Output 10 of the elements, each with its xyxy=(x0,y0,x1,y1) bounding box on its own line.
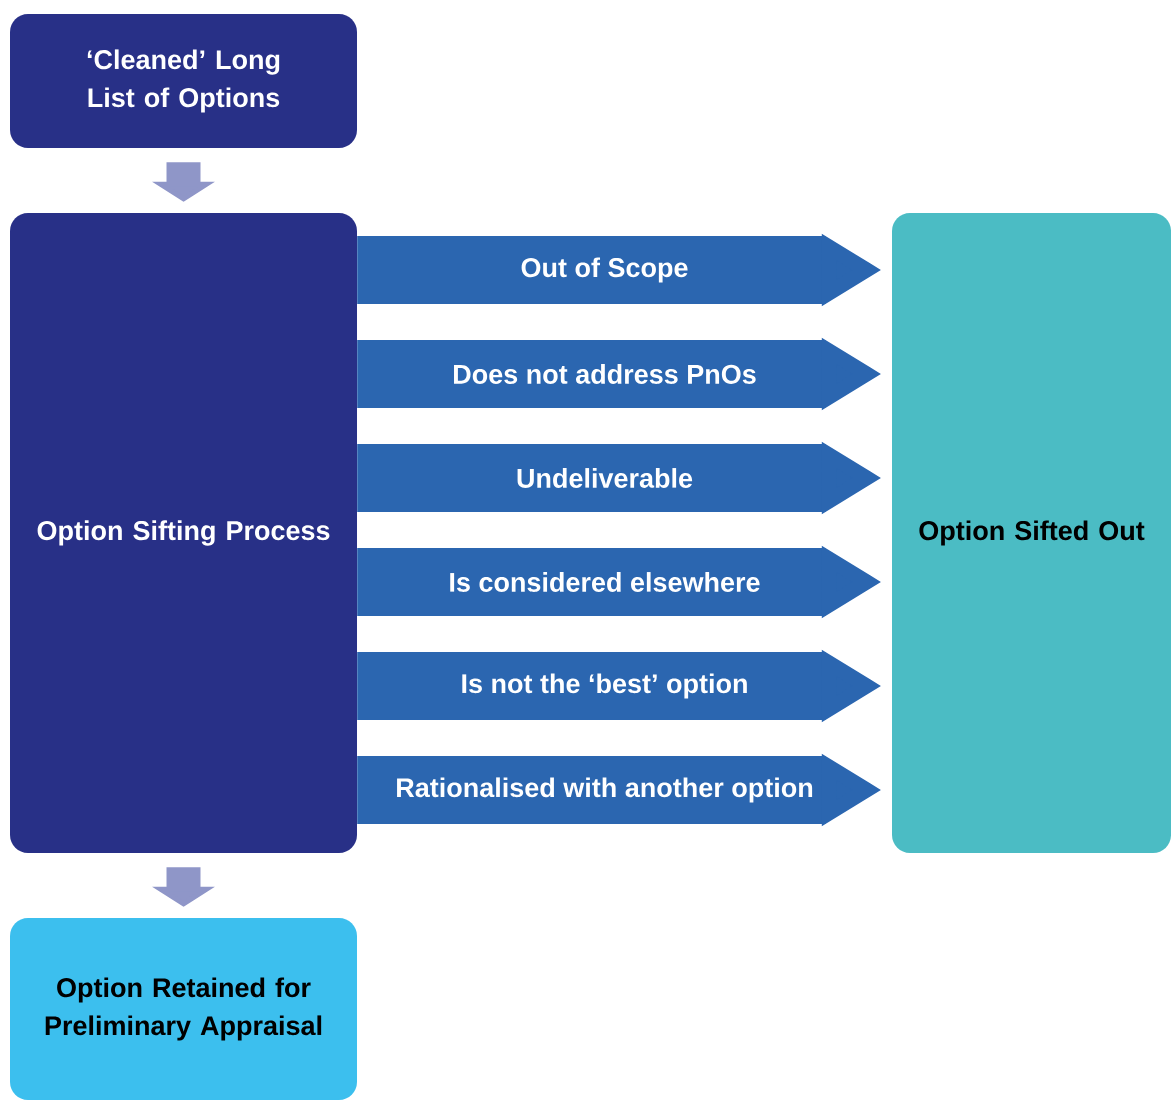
arrow-label: Out of Scope xyxy=(521,257,688,283)
arrow-label: Undeliverable xyxy=(517,468,693,488)
process-box: ‘Cleaned’ Long List of Options xyxy=(10,14,357,148)
arrow-label: Is not the ‘best’ option xyxy=(462,673,747,699)
process-box: Option Retained for Preliminary Appraisal xyxy=(10,918,357,1100)
process-box: Option Sifted Out xyxy=(892,213,1171,853)
arrow-label: Does not address PnOs xyxy=(454,364,756,384)
arrow-label: Rationalised with another option xyxy=(397,777,813,803)
process-box: Option Sifting Process xyxy=(10,213,357,853)
arrow-label: Is considered elsewhere xyxy=(450,572,760,592)
